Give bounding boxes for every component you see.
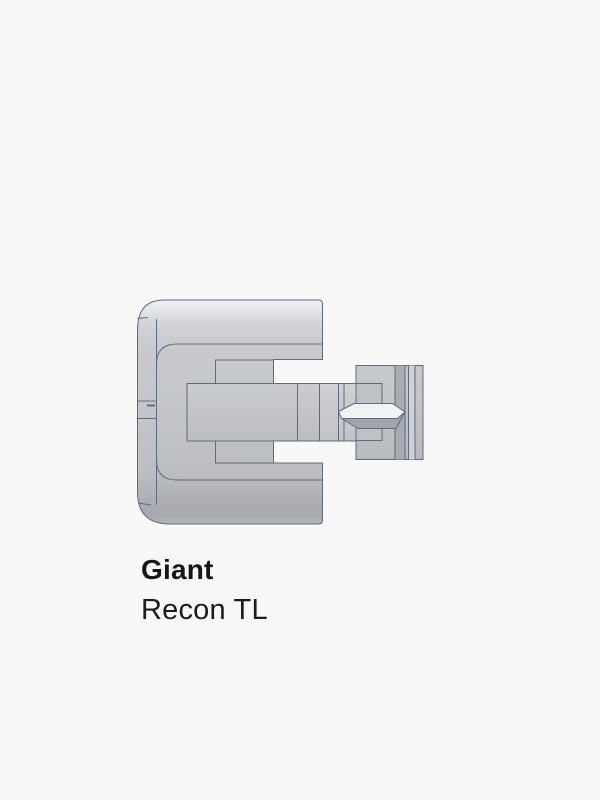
mount-arm [186,383,357,442]
rail-tongue [338,403,406,429]
tongue-top-face [338,403,406,419]
product-model: Recon TL [141,594,268,626]
product-brand: Giant [141,554,214,585]
left-notch [137,400,157,419]
product-caption: Giant Recon TL [141,556,268,625]
